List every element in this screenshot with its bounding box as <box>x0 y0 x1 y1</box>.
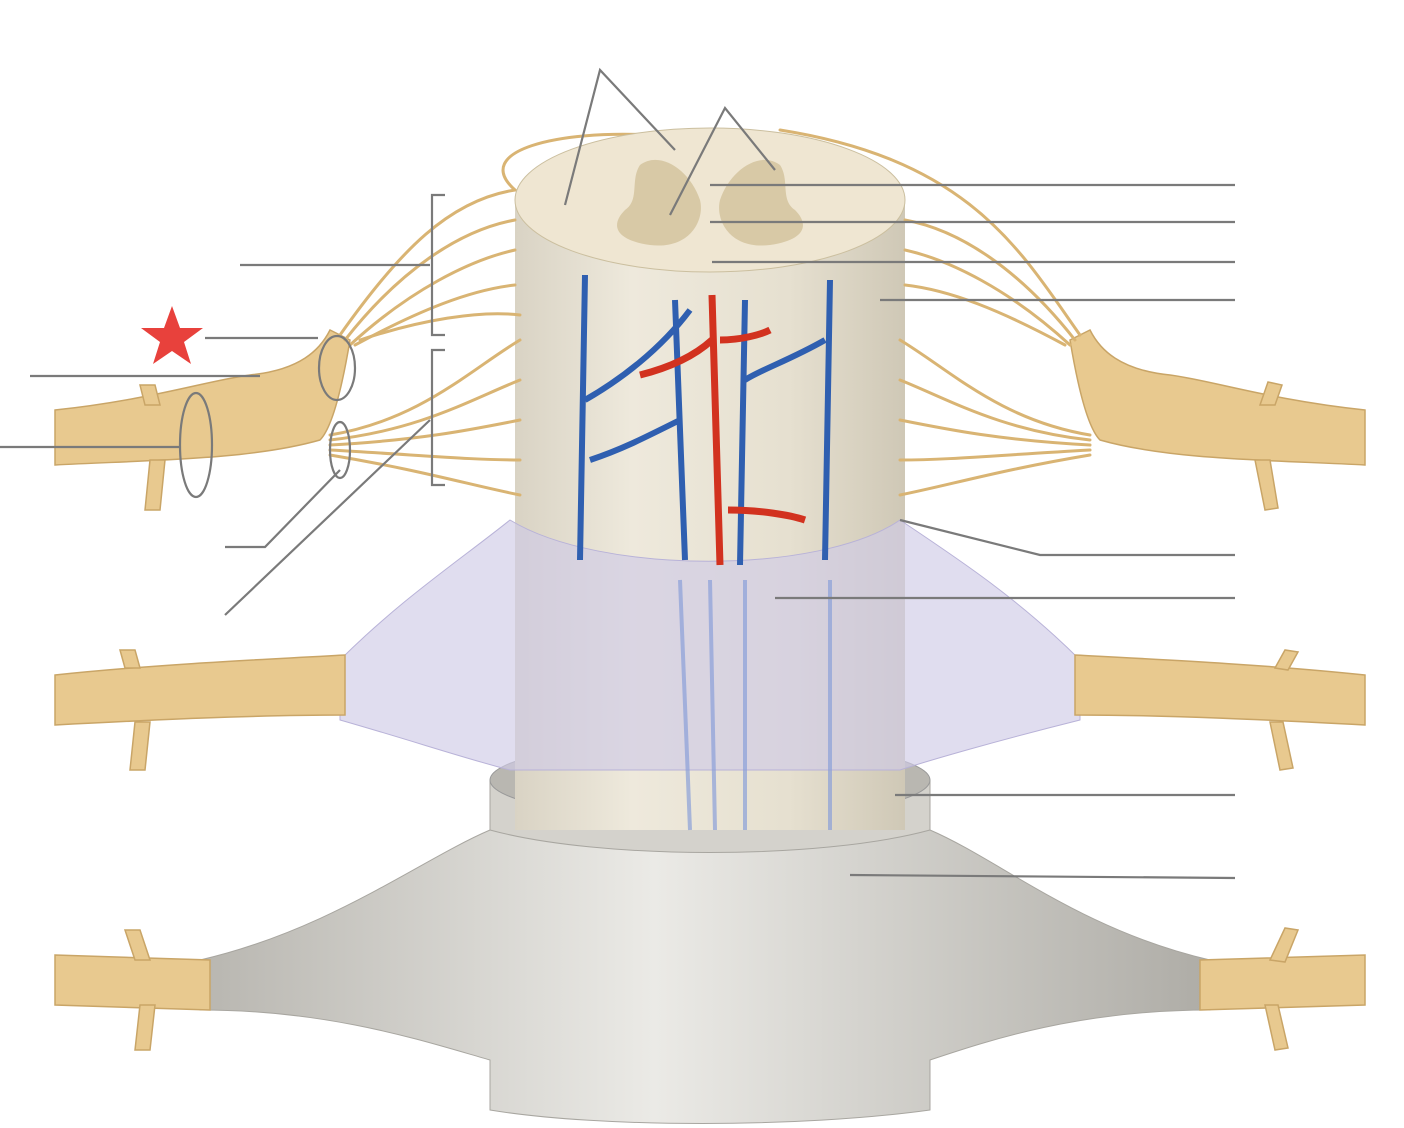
vein <box>577 274 833 566</box>
spinal-nerve-top-left <box>54 188 522 511</box>
spinal-nerve-middle-right <box>1074 649 1366 771</box>
leader-line <box>225 469 341 549</box>
leader-line <box>899 518 1235 557</box>
artery <box>639 294 807 566</box>
dorsal-rootlets-left <box>338 188 522 347</box>
star-marker-icon <box>141 306 203 364</box>
leader-line <box>224 419 431 616</box>
leader-line <box>669 105 776 216</box>
ventral-rootlets-right <box>898 338 1092 497</box>
leader-lines <box>0 67 1236 880</box>
leader-line <box>563 67 676 206</box>
ventral-rootlets-left <box>328 338 522 497</box>
ring-marker <box>328 420 352 480</box>
leader-line <box>849 873 1236 880</box>
spinal-nerve-middle-left <box>54 649 346 771</box>
spinal-nerve-bottom-right <box>1199 927 1366 1051</box>
ring-marker <box>178 391 214 499</box>
vessels-under-arachnoid <box>678 579 832 831</box>
bracket <box>430 193 445 337</box>
spinal-nerve-bottom-left <box>54 929 211 1051</box>
ring-marker <box>317 334 357 402</box>
blood-vessels <box>577 274 833 831</box>
gray-matter <box>617 159 803 246</box>
bracket <box>430 348 445 487</box>
cord-cross-section <box>514 127 906 273</box>
